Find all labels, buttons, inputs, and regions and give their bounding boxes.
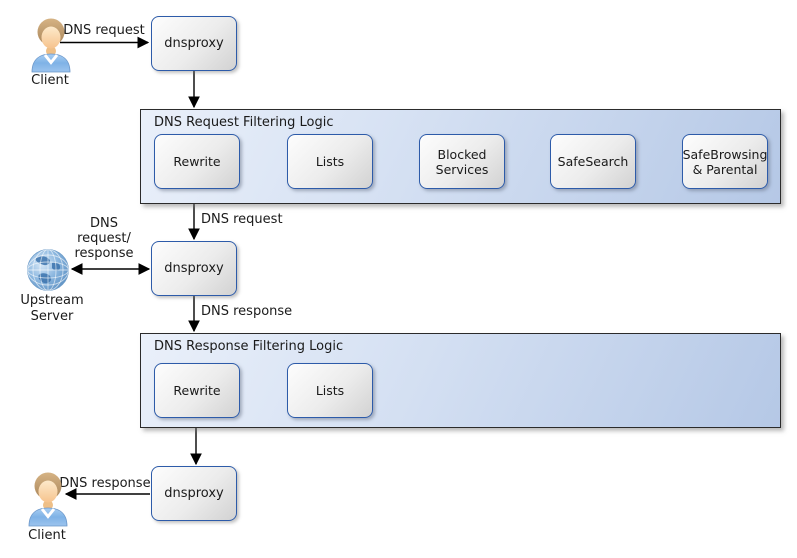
dnsproxy-middle-box: dnsproxy	[151, 241, 237, 296]
person-icon	[27, 471, 69, 528]
upstream-server-label: Upstream Server	[20, 293, 84, 324]
dns-response-filtering-title: DNS Response Filtering Logic	[154, 339, 344, 354]
dnsproxy-top-text: dnsproxy	[164, 36, 224, 51]
filter-box-safesearch: SafeSearch	[550, 134, 636, 189]
client-top-label: Client	[31, 73, 69, 88]
dnsproxy-middle-text: dnsproxy	[164, 261, 224, 276]
dns-request-filtering-title: DNS Request Filtering Logic	[154, 115, 334, 130]
dns-request-filtering-container: DNS Request Filtering Logic Rewrite List…	[140, 109, 781, 204]
filter-box-rewrite-2: Rewrite	[154, 363, 240, 418]
filter-box-lists-2: Lists	[287, 363, 373, 418]
edge-label-proxy-response: DNS response	[201, 304, 293, 319]
filter-box-lists-1: Lists	[287, 134, 373, 189]
edge-label-filtered-request: DNS request	[201, 212, 283, 227]
edge-label-client-request: DNS request	[63, 23, 145, 38]
dnsproxy-bottom-box: dnsproxy	[151, 466, 237, 521]
dnsproxy-top-box: dnsproxy	[151, 16, 237, 71]
client-bottom-actor	[27, 471, 69, 531]
filter-box-blocked-services: Blocked Services	[419, 134, 505, 189]
edge-label-client-response: DNS response	[59, 476, 151, 491]
edge-label-upstream-exchange: DNS request/ response	[74, 216, 134, 261]
filter-box-safebrowsing-parental: SafeBrowsing & Parental	[682, 134, 768, 189]
filter-box-rewrite-1: Rewrite	[154, 134, 240, 189]
client-bottom-label: Client	[28, 528, 66, 543]
dns-response-filtering-container: DNS Response Filtering Logic Rewrite Lis…	[140, 333, 781, 428]
dnsproxy-bottom-text: dnsproxy	[164, 486, 224, 501]
